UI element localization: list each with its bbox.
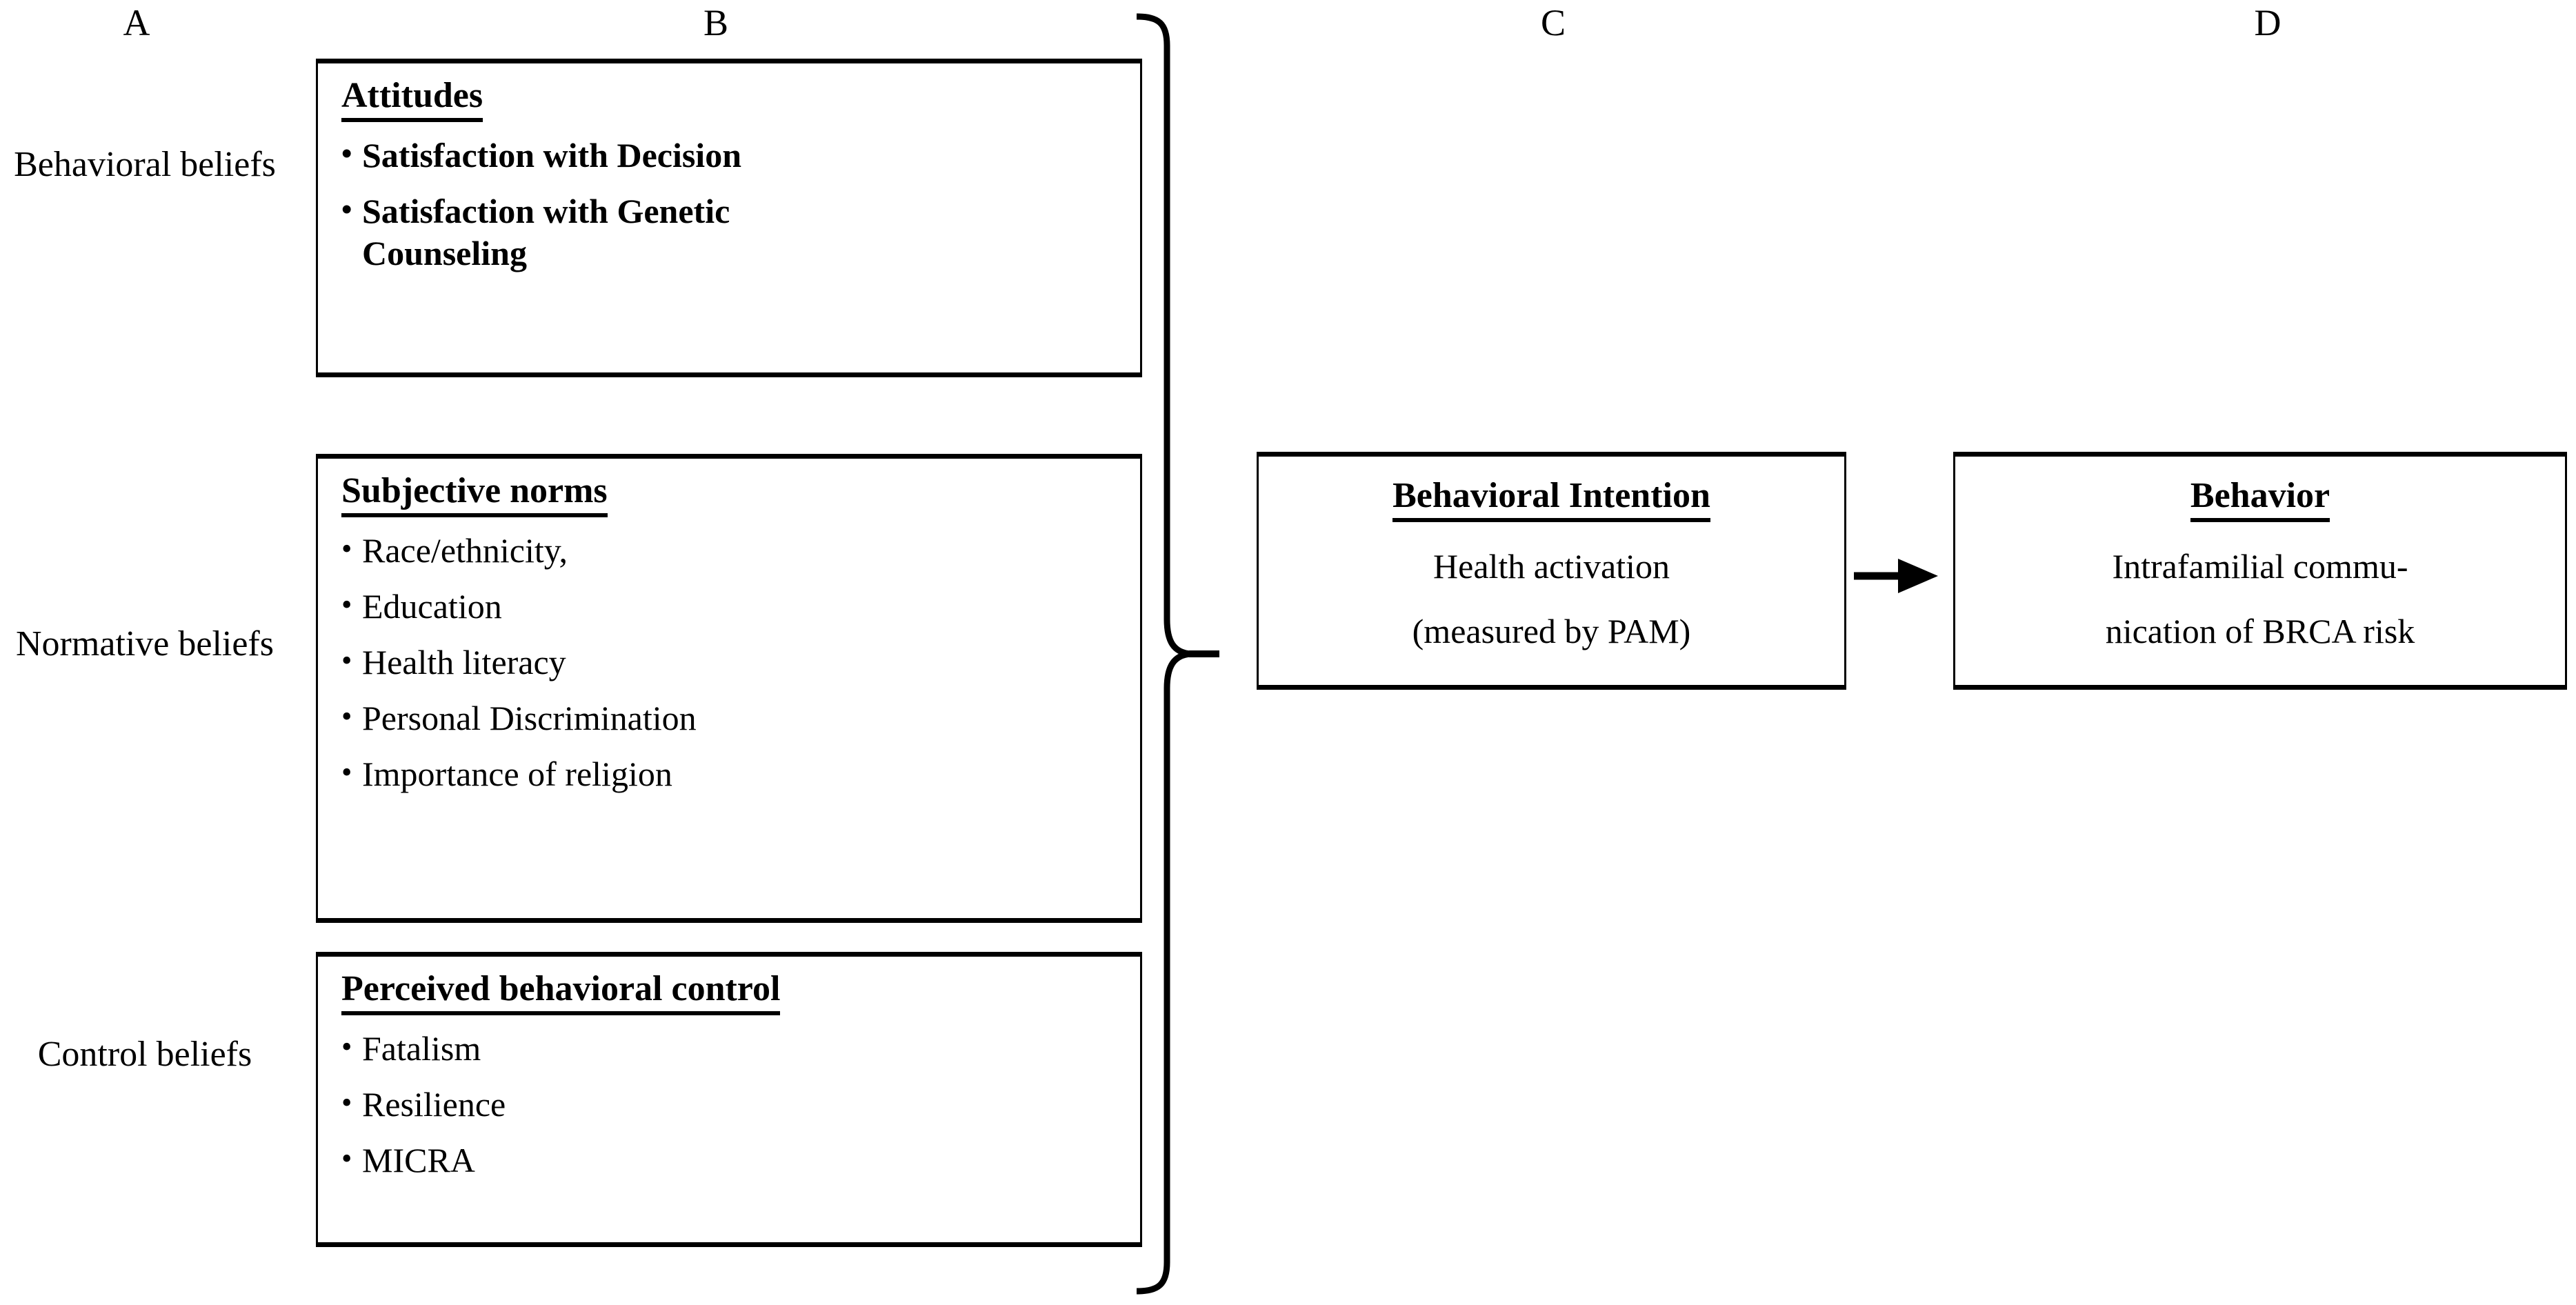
box-behavior-line-2: nication of BRCA risk bbox=[2105, 612, 2415, 651]
bullet-icon: • bbox=[341, 137, 352, 171]
list-item: • Resilience bbox=[341, 1084, 1140, 1126]
box-behavior-line-1: Intrafamilial commu- bbox=[2112, 547, 2408, 586]
bullet-icon: • bbox=[341, 699, 352, 734]
box-attitudes: Attitudes • Satisfaction with Decision •… bbox=[316, 59, 1142, 377]
box-behavioral-intention-line-2: (measured by PAM) bbox=[1412, 612, 1691, 651]
list-item: • Race/ethnicity, bbox=[341, 530, 1140, 572]
bullet-icon: • bbox=[341, 1086, 352, 1120]
belief-label-normative: Normative beliefs bbox=[16, 624, 274, 664]
bullet-icon: • bbox=[341, 192, 352, 227]
bullet-icon: • bbox=[341, 1030, 352, 1064]
list-item-label: Race/ethnicity, bbox=[362, 531, 568, 570]
box-behavior-title: Behavior bbox=[2190, 475, 2330, 523]
bullet-icon: • bbox=[341, 755, 352, 790]
belief-label-behavioral: Behavioral beliefs bbox=[14, 145, 276, 184]
box-subjective-norms-title: Subjective norms bbox=[341, 470, 608, 518]
list-item-label: Importance of religion bbox=[362, 755, 672, 794]
box-perceived-behavioral-control: Perceived behavioral control • Fatalism … bbox=[316, 952, 1142, 1247]
box-behavioral-intention-line-1: Health activation bbox=[1433, 547, 1670, 586]
list-item: • Personal Discrimination bbox=[341, 697, 1140, 739]
list-item: • Fatalism bbox=[341, 1028, 1140, 1070]
bullet-icon: • bbox=[341, 644, 352, 678]
list-item-label: Education bbox=[362, 587, 502, 626]
arrow-c-to-d-icon bbox=[1853, 552, 1949, 600]
box-perceived-behavioral-control-title: Perceived behavioral control bbox=[341, 968, 781, 1016]
list-item-label: Personal Discrimination bbox=[362, 699, 697, 738]
list-item: • MICRA bbox=[341, 1139, 1140, 1182]
bullet-icon: • bbox=[341, 532, 352, 566]
box-behavioral-intention-title: Behavioral Intention bbox=[1392, 475, 1710, 523]
box-behavioral-intention: Behavioral Intention Health activation (… bbox=[1257, 452, 1846, 690]
box-behavior: Behavior Intrafamilial commu- nication o… bbox=[1953, 452, 2567, 690]
list-item-label: Resilience bbox=[362, 1085, 506, 1124]
list-item: • Education bbox=[341, 586, 1140, 628]
belief-label-control: Control beliefs bbox=[37, 1035, 252, 1074]
list-item-label: MICRA bbox=[362, 1141, 475, 1180]
list-item-label: Satisfaction with Decision bbox=[362, 136, 741, 175]
list-item: • Satisfaction with Genetic Counseling bbox=[341, 190, 1140, 275]
curly-brace-connector bbox=[1131, 12, 1228, 1295]
bullet-icon: • bbox=[341, 1142, 352, 1176]
list-item: • Satisfaction with Decision bbox=[341, 135, 1140, 177]
list-item-label: Satisfaction with Genetic Counseling bbox=[362, 192, 730, 273]
box-subjective-norms: Subjective norms • Race/ethnicity, • Edu… bbox=[316, 454, 1142, 923]
list-item: • Importance of religion bbox=[341, 753, 1140, 795]
list-item-label: Health literacy bbox=[362, 643, 566, 682]
bullet-icon: • bbox=[341, 588, 352, 622]
list-item-label: Fatalism bbox=[362, 1029, 481, 1068]
column-letter-b: B bbox=[703, 2, 729, 43]
box-attitudes-title: Attitudes bbox=[341, 74, 483, 123]
list-item: • Health literacy bbox=[341, 641, 1140, 684]
column-letter-c: C bbox=[1540, 2, 1566, 43]
column-letter-a: A bbox=[123, 2, 150, 43]
column-letter-d: D bbox=[2254, 2, 2282, 43]
